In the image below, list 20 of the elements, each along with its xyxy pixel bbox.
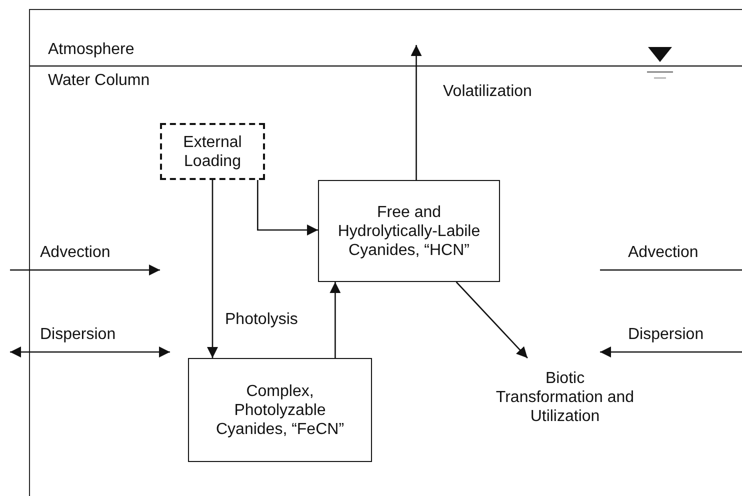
arrow [330,282,341,358]
zone-label: Atmosphere [48,41,134,59]
arrow [456,282,528,358]
process-label: Dispersion [40,326,116,344]
process-label: Photolysis [225,311,298,329]
node-text: External Loading [182,132,243,170]
process-label: Dispersion [628,326,704,344]
arrow [410,45,422,180]
process-label: Advection [40,244,110,262]
arrow [257,180,318,236]
dashed-box [160,123,265,180]
zone-label: Water Column [48,72,150,90]
process-label: Advection [628,244,698,262]
node-text: Complex, Photolyzable Cyanides, “FeCN” [215,382,345,438]
process-label: Volatilization [443,83,532,101]
process-box [318,180,500,282]
process-box [188,358,372,462]
node-text: Biotic Transformation and Utilization [495,368,635,426]
node-text: Free and Hydrolytically-Labile Cyanides, “HCN” [336,202,482,260]
arrow [207,180,218,358]
